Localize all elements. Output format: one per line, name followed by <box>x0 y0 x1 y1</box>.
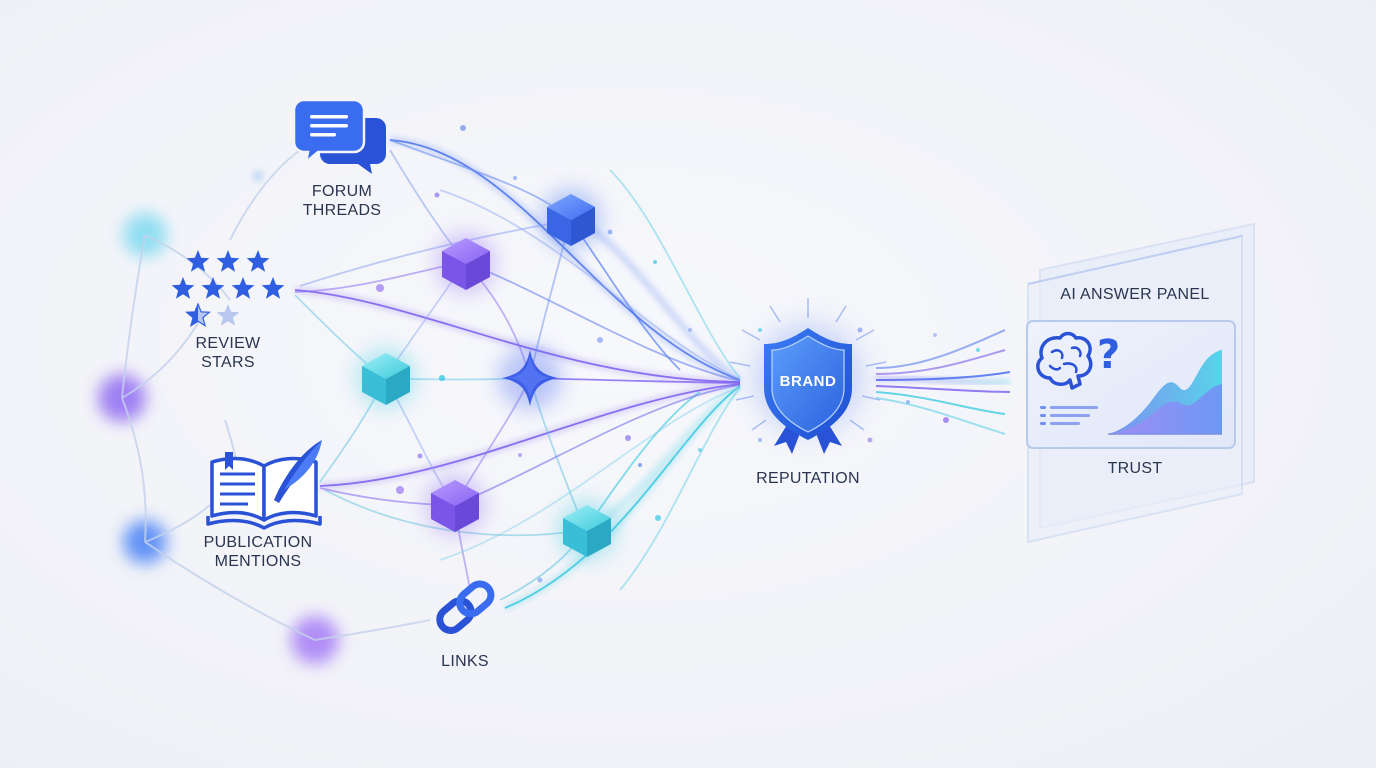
links-label: LINKS <box>441 653 489 670</box>
reputation-label: REPUTATION <box>756 470 860 487</box>
orb-connectors <box>121 149 431 641</box>
question-mark-icon: ? <box>1097 332 1121 378</box>
rating-star-icon <box>261 277 285 299</box>
rating-star-icon <box>216 304 240 326</box>
ai-answer-panel-title: AI ANSWER PANEL <box>1060 286 1210 303</box>
rating-star-icon <box>216 250 240 272</box>
cube-node-cyan-left <box>356 348 416 408</box>
rating-star-icon <box>171 277 195 299</box>
brain-icon <box>1036 331 1093 390</box>
publication-label-line1: PUBLICATION <box>203 534 313 551</box>
brand-shield-text: BRAND <box>779 373 837 390</box>
cube-node-cyan-bottom <box>557 500 617 560</box>
star-node-center <box>498 346 562 410</box>
forum-label-line2: THREADS <box>302 202 382 219</box>
open-book-quill-icon <box>206 440 322 530</box>
chat-bubbles-icon <box>292 98 386 174</box>
cube-node-purple-bottom <box>425 475 485 535</box>
rating-star-icon <box>231 277 255 299</box>
publication-label-line2: MENTIONS <box>214 553 302 570</box>
review-stars-label: REVIEW STARS <box>178 334 278 372</box>
star-rating-icon <box>171 250 285 328</box>
output-streams <box>875 329 1011 435</box>
area-chart-icon <box>1108 350 1222 435</box>
rating-star-icon <box>185 302 211 328</box>
ai-answer-panel <box>1026 222 1255 544</box>
chain-link-icon <box>436 580 495 634</box>
particles <box>376 125 980 583</box>
shield-badge-icon <box>729 298 887 454</box>
cube-node-purple-top <box>436 233 496 293</box>
network-lines <box>294 139 741 609</box>
forum-label-line1: FORUM <box>311 183 373 200</box>
cube-node-blue-top <box>541 189 601 249</box>
forum-threads-label: FORUM THREADS <box>290 182 394 220</box>
rating-star-icon <box>246 250 270 272</box>
review-label-line2: STARS <box>201 354 255 371</box>
review-label-line1: REVIEW <box>195 335 261 352</box>
rating-star-icon <box>186 250 210 272</box>
trust-label: TRUST <box>1107 460 1163 477</box>
publication-mentions-label: PUBLICATION MENTIONS <box>188 533 328 571</box>
rating-star-icon <box>201 277 225 299</box>
